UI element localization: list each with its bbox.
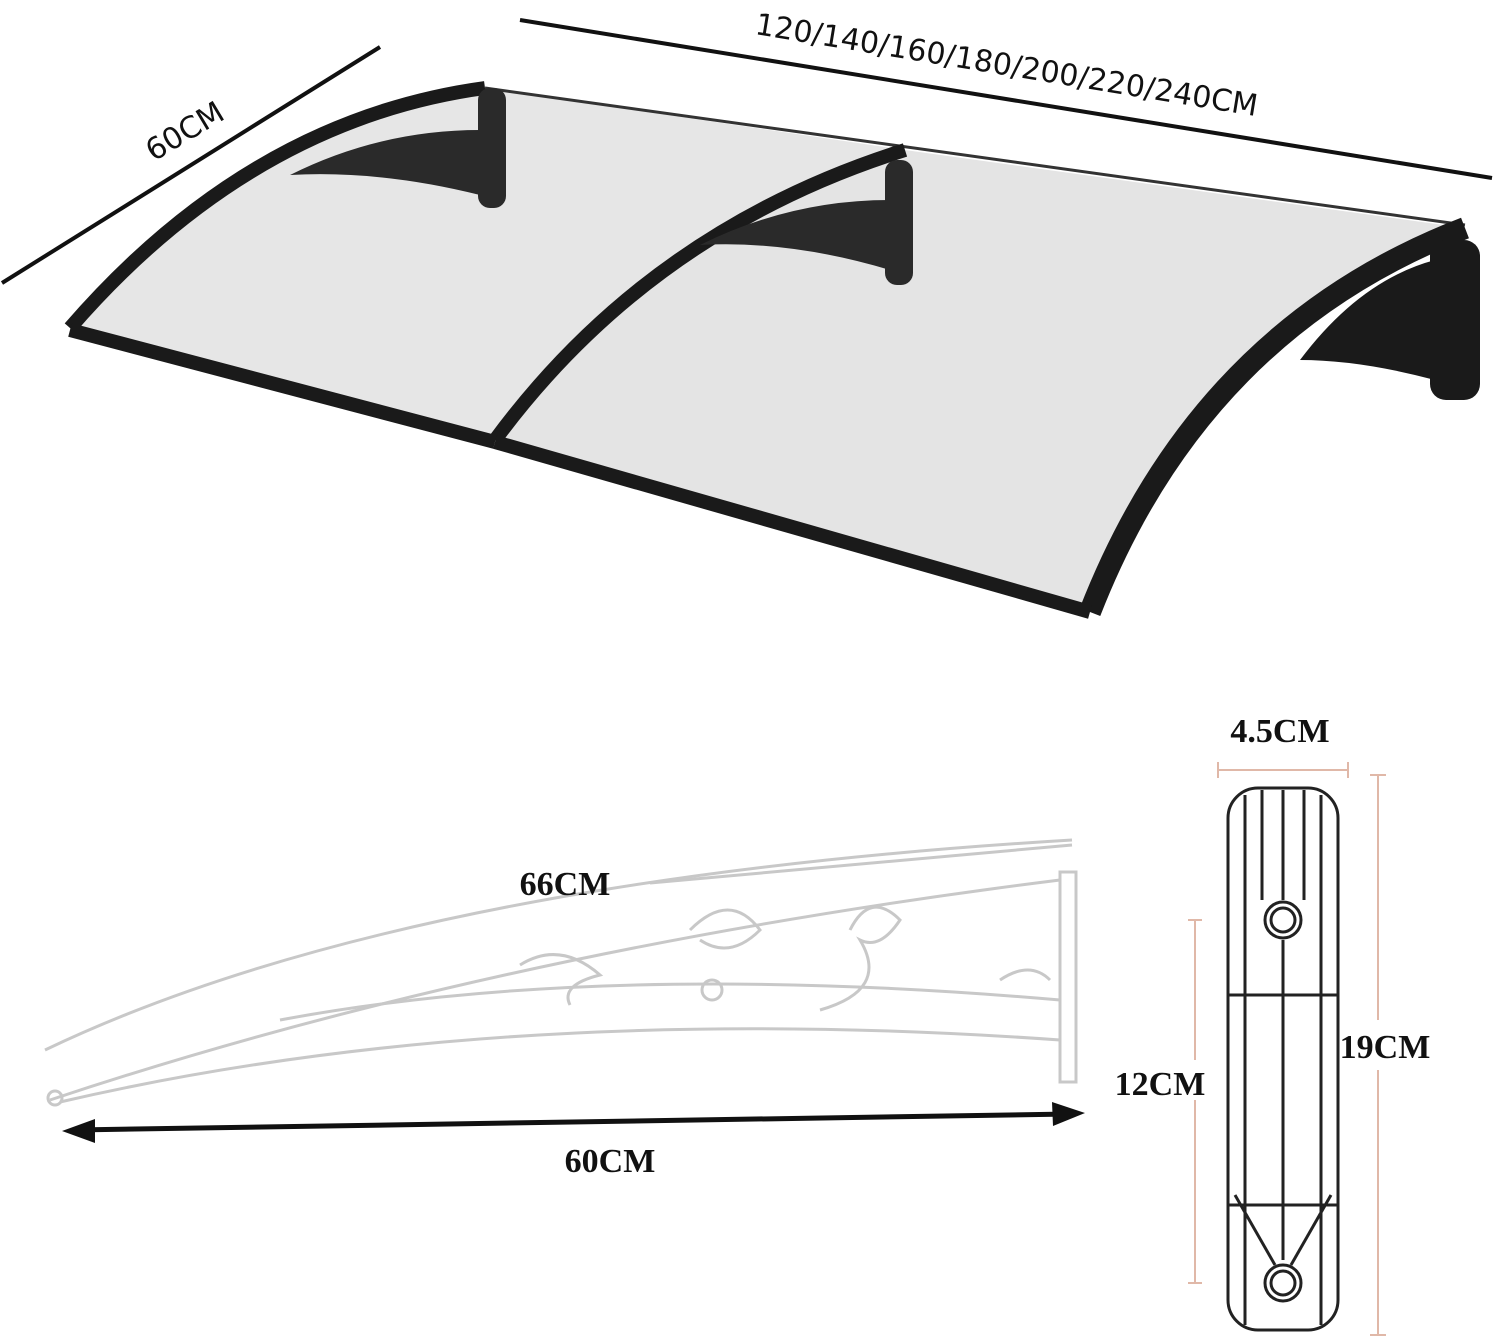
- arrowhead-left: [62, 1119, 95, 1143]
- depth-label: 60CM: [140, 95, 231, 169]
- width-label: 120/140/160/180/200/220/240CM: [753, 7, 1260, 124]
- bracket-depth-arrow: [74, 1111, 1071, 1133]
- bracket-side-sketch: [44, 838, 1078, 1107]
- hole-spacing-label: 12CM: [1115, 1066, 1206, 1103]
- decorative-bracket-middle: [700, 200, 890, 270]
- plate-dimension-guides: [1188, 762, 1386, 1336]
- front-frame-left: [68, 323, 497, 449]
- front-frame-right: [493, 435, 1092, 619]
- left-arch: [64, 81, 486, 333]
- middle-arch: [489, 143, 908, 445]
- back-edge: [484, 86, 1466, 227]
- arrowhead-right: [1052, 1102, 1085, 1126]
- wall-bracket-middle: [885, 160, 913, 285]
- wall-bracket-left: [478, 88, 506, 208]
- plate-height-label: 19CM: [1340, 1029, 1431, 1066]
- width-dimension-line: [519, 18, 1493, 180]
- decorative-bracket-left: [290, 130, 480, 195]
- depth-dimension-line: [0, 45, 382, 285]
- decorative-bracket-right: [1300, 260, 1435, 380]
- bracket-depth-label: 60CM: [565, 1143, 656, 1180]
- left-panel: [70, 88, 905, 440]
- wall-bracket-right: [1430, 240, 1480, 400]
- plate-width-label: 4.5CM: [1230, 713, 1329, 750]
- right-arch: [1079, 217, 1469, 617]
- awning-illustration: [64, 81, 1480, 619]
- arc-length-label: 66CM: [520, 866, 611, 903]
- wall-plate-sketch: [1226, 786, 1340, 1332]
- right-panel: [495, 150, 1465, 612]
